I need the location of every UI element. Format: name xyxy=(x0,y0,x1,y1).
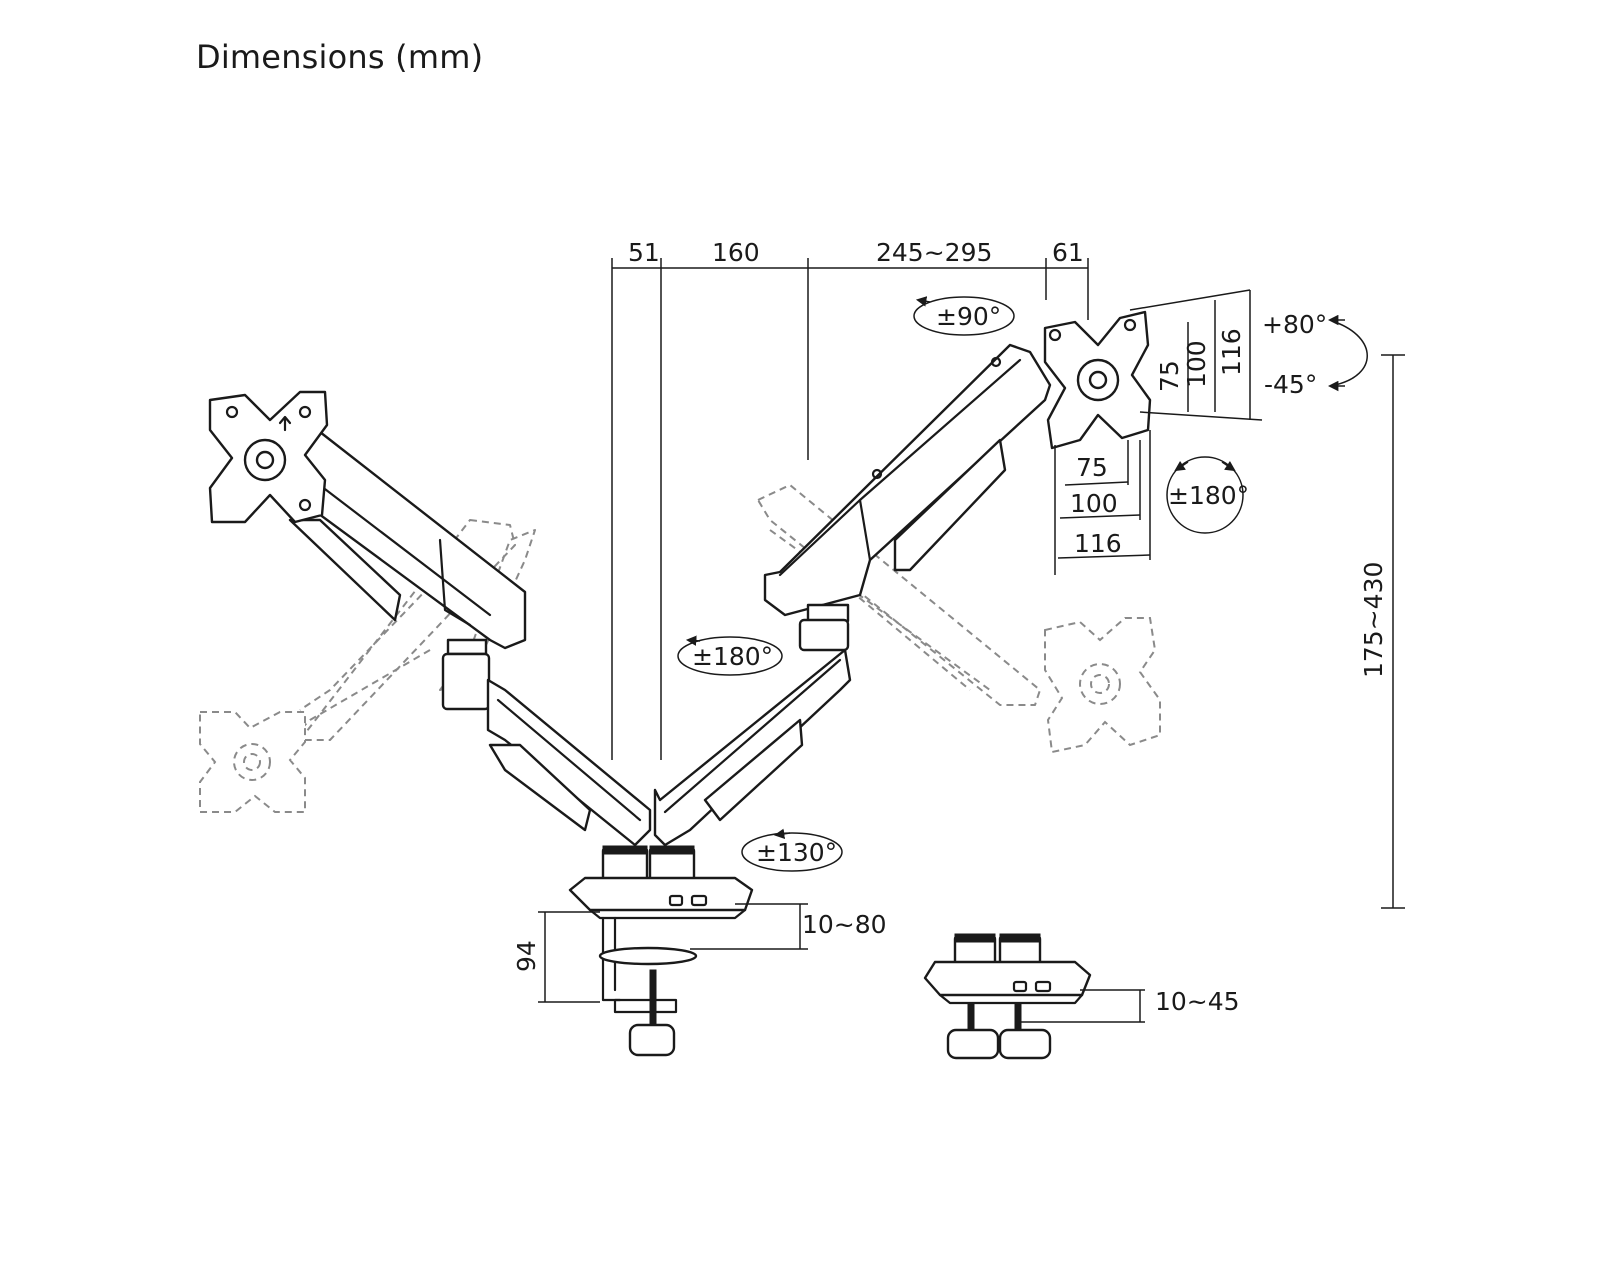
dim-label-51: 51 xyxy=(628,238,660,267)
rotation-label-tilt-up: +80° xyxy=(1262,310,1327,339)
rotation-arrow-mid xyxy=(677,635,783,676)
dim-label-grommet-range: 10~45 xyxy=(1155,987,1240,1016)
page-title: Dimensions (mm) xyxy=(196,38,484,76)
rotation-arrow-swivel-top xyxy=(913,296,1015,336)
dim-label-vesa-v-100: 100 xyxy=(1182,340,1211,388)
dim-label-clamp-depth: 94 xyxy=(512,940,541,972)
grommet-base xyxy=(923,933,1092,1060)
vesa-horizontal-dimension-lines xyxy=(1054,430,1151,575)
dim-label-vesa-v-75: 75 xyxy=(1155,360,1184,392)
height-dimension-line xyxy=(1381,354,1405,909)
dim-label-vesa-h-100: 100 xyxy=(1070,489,1118,518)
rotation-arrow-base xyxy=(741,828,843,872)
clamp-depth-dimension-line xyxy=(538,911,600,1003)
dim-label-61: 61 xyxy=(1052,238,1084,267)
ghost-right-arm xyxy=(757,484,1161,754)
clamp-range-dimension-line xyxy=(690,903,808,950)
dim-label-vesa-h-116: 116 xyxy=(1074,529,1122,558)
dim-label-height-range: 175~430 xyxy=(1359,562,1388,678)
base-clamp xyxy=(568,845,754,1057)
rotation-label-mid: ±180° xyxy=(692,642,773,671)
rotation-label-tilt-down: -45° xyxy=(1264,370,1317,399)
rotation-arrow-plate xyxy=(1166,456,1244,534)
ghost-left-arm xyxy=(199,519,536,813)
rotation-arrow-tilt xyxy=(1327,314,1368,392)
dim-label-arm-reach: 245~295 xyxy=(876,238,992,267)
dim-label-vesa-v-116: 116 xyxy=(1217,328,1246,376)
left-arm xyxy=(208,390,652,847)
top-dimension-lines xyxy=(611,258,1089,760)
rotation-label-base: ±130° xyxy=(756,838,837,867)
right-arm xyxy=(653,310,1152,847)
dim-label-desk-clamp-range: 10~80 xyxy=(802,910,887,939)
dim-label-160: 160 xyxy=(712,238,760,267)
rotation-label-plate: ±180° xyxy=(1168,481,1249,510)
dim-label-vesa-h-75: 75 xyxy=(1076,453,1108,482)
rotation-label-swivel-top: ±90° xyxy=(936,302,1001,331)
vesa-vertical-dimension-lines xyxy=(1129,289,1263,421)
grommet-range-dimension-line xyxy=(1020,989,1145,1023)
